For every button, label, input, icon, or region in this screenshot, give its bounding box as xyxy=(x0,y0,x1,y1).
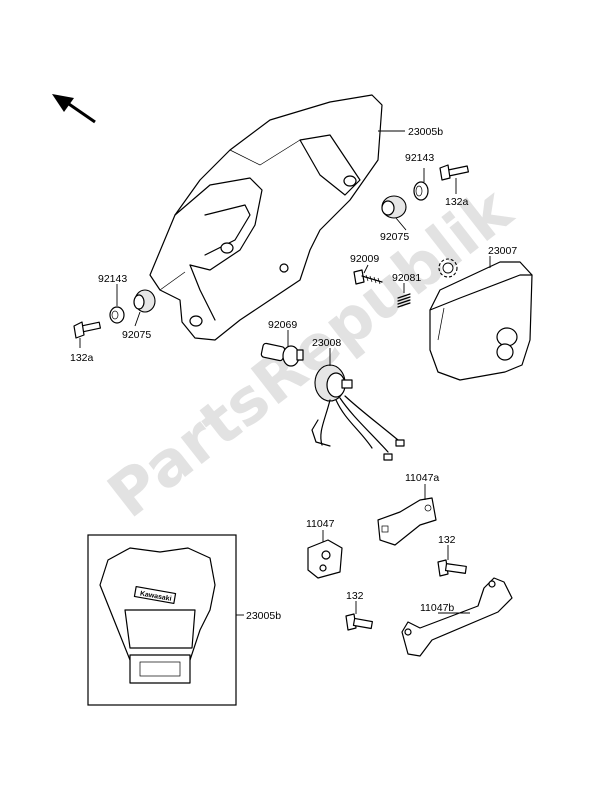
direction-arrow-icon xyxy=(52,94,96,124)
bulb-92069 xyxy=(260,342,304,367)
label-92009: 92009 xyxy=(350,253,379,265)
inset-box: Kawasaki xyxy=(87,534,237,706)
front-cowl-23005b: Kawasaki xyxy=(99,547,216,684)
label-92081: 92081 xyxy=(392,272,421,284)
bolt-132a-left xyxy=(73,321,102,339)
label-23008: 23008 xyxy=(312,337,341,349)
gear-icon xyxy=(438,258,458,278)
label-92143-top: 92143 xyxy=(405,152,434,164)
label-132a-top: 132a xyxy=(445,196,469,208)
bolt-132-right xyxy=(437,559,467,577)
socket-harness-23008 xyxy=(311,364,405,461)
label-11047a: 11047a xyxy=(405,472,439,484)
label-132a-left: 132a xyxy=(70,352,94,364)
screw-92009 xyxy=(353,269,383,285)
part-labels: 23005b 92143 132a 92075 23007 92009 9208… xyxy=(70,126,517,622)
label-92075-top: 92075 xyxy=(380,231,409,243)
label-132-right: 132 xyxy=(438,534,456,546)
label-92069: 92069 xyxy=(268,319,297,331)
bolt-132a-top xyxy=(439,164,470,181)
grommet-92075-top xyxy=(381,195,407,219)
bracket-11047b xyxy=(401,577,513,657)
collar-92143-left xyxy=(109,306,125,324)
label-23005b-bottom: 23005b xyxy=(246,610,281,622)
leader-lines xyxy=(79,130,491,616)
bolt-132-bottom xyxy=(345,613,373,631)
label-132-bottom: 132 xyxy=(346,590,364,602)
headlight-housing xyxy=(149,94,383,341)
bracket-11047a xyxy=(377,497,437,546)
spring-92081 xyxy=(397,293,411,308)
label-23005b-top: 23005b xyxy=(408,126,443,138)
label-11047: 11047 xyxy=(306,518,335,530)
label-23007: 23007 xyxy=(488,245,517,257)
grommet-92075-left xyxy=(133,289,156,313)
label-11047b: 11047b xyxy=(420,602,454,614)
label-92143-left: 92143 xyxy=(98,273,127,285)
label-92075-left: 92075 xyxy=(122,329,151,341)
collar-92143-top xyxy=(413,181,429,201)
bracket-11047 xyxy=(307,539,343,579)
